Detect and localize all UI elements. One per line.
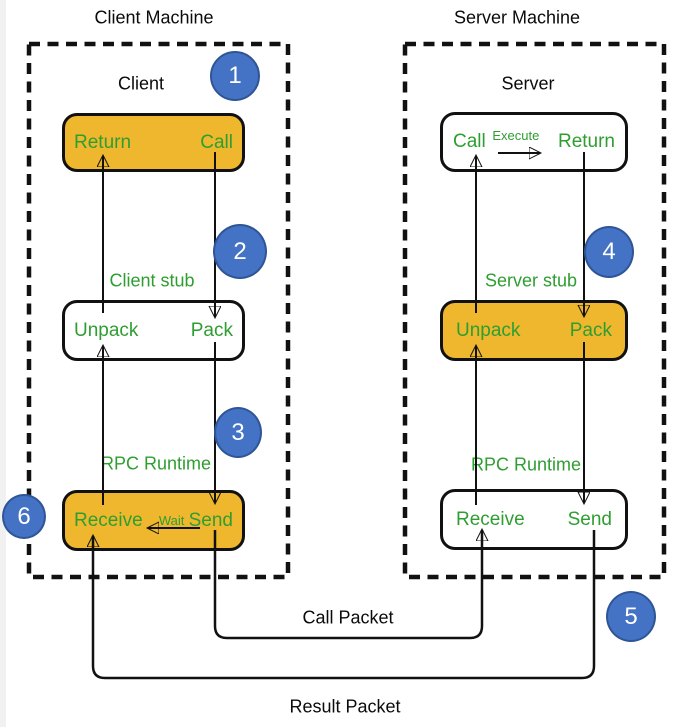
server-return-label: Return: [557, 131, 615, 152]
client-pack-label: Pack: [190, 319, 233, 341]
client-unpack-label: Unpack: [74, 319, 139, 341]
server-receive-label: Receive: [456, 508, 525, 530]
server-rpc-runtime-label: RPC Runtime: [470, 454, 582, 475]
server-machine-boundary: [402, 41, 667, 580]
server-call-label: Call: [453, 131, 486, 152]
result-packet-label: Result Packet: [289, 696, 401, 717]
server-execute-label: Execute: [492, 127, 540, 143]
arrow-call-packet: [213, 530, 482, 640]
server-pack-label: Pack: [569, 319, 612, 341]
step-badge-2: 2: [213, 224, 267, 279]
step-badge-1: 1: [210, 51, 260, 101]
server-stub-box: Unpack Pack: [440, 300, 628, 361]
client-return-label: Return: [74, 131, 132, 153]
client-stub-label: Client stub: [109, 270, 195, 291]
client-call-label: Call: [200, 131, 233, 153]
client-node-title: Client: [117, 73, 165, 94]
step-badge-5: 5: [606, 591, 656, 642]
step-badge-6: 6: [2, 494, 46, 539]
server-stub-label: Server stub: [484, 270, 578, 291]
arrow-result-packet: [93, 530, 596, 680]
step-badge-4: 4: [584, 226, 634, 278]
server-runtime-box: Receive Send: [440, 489, 628, 550]
server-send-label: Send: [567, 508, 612, 530]
server-node-title: Server: [501, 73, 555, 94]
client-receive-label: Receive: [74, 509, 143, 531]
client-machine-title: Client Machine: [94, 7, 214, 28]
client-rpc-runtime-label: RPC Runtime: [100, 453, 212, 474]
left-edge-gutter: [0, 0, 6, 727]
client-send-label: Send: [188, 509, 233, 531]
step-badge-3: 3: [214, 407, 262, 458]
client-wait-label: Wait: [158, 513, 185, 528]
call-packet-label: Call Packet: [302, 607, 394, 628]
server-unpack-label: Unpack: [456, 319, 521, 341]
server-machine-title: Server Machine: [453, 7, 581, 28]
client-machine-boundary: [26, 41, 291, 580]
